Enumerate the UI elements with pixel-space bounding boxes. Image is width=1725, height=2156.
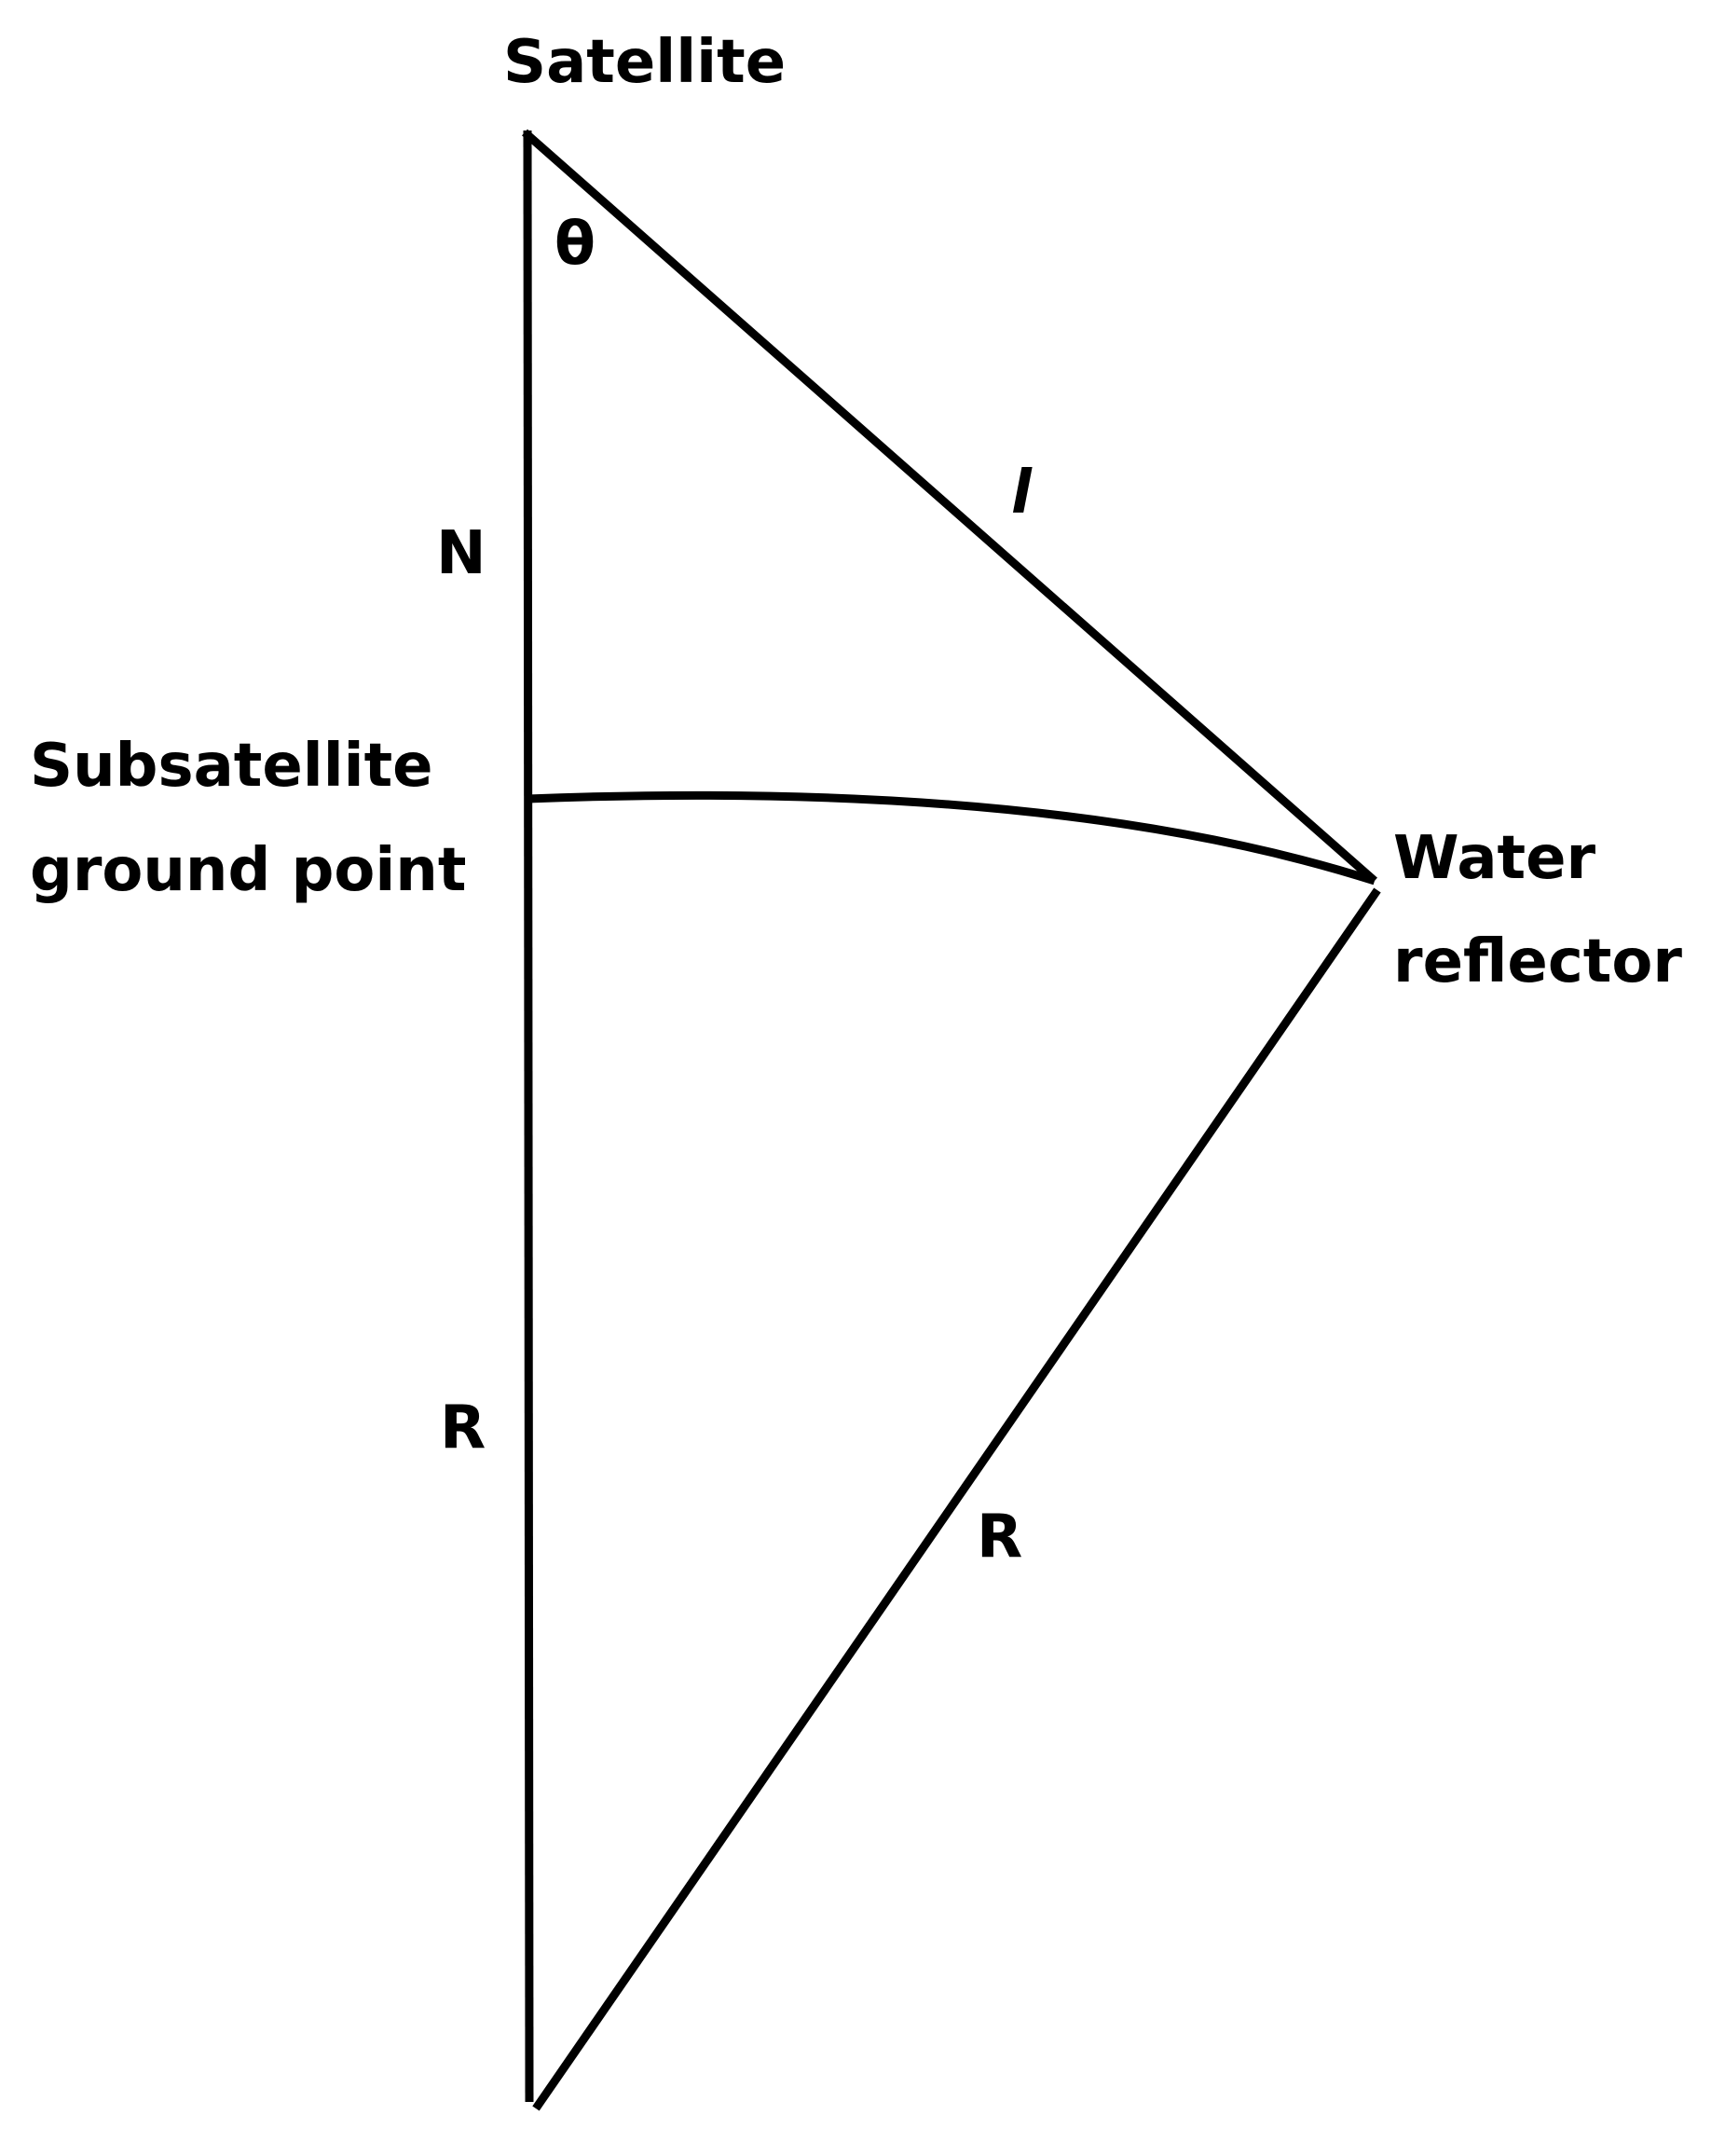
earth-radius-line [532,887,1381,2111]
earth-radius-left-label: R [440,1394,486,1463]
water-reflector-label-line2: reflector [1393,927,1682,996]
slant-range-line [522,129,1377,885]
satellite-label: Satellite [503,28,786,97]
slant-range-label: l [1011,459,1033,528]
earth-radius-right-label: R [977,1503,1022,1572]
theta-label: θ [554,210,596,279]
subsatellite-label-line1: Subsatellite [30,732,433,801]
earth-surface-arc [527,790,1376,886]
orbit-height-label: N [436,519,486,588]
subsatellite-label-line2: ground point [30,836,466,905]
water-reflector-label-line1: Water [1393,824,1596,893]
vertical-axis-line [523,130,534,2103]
